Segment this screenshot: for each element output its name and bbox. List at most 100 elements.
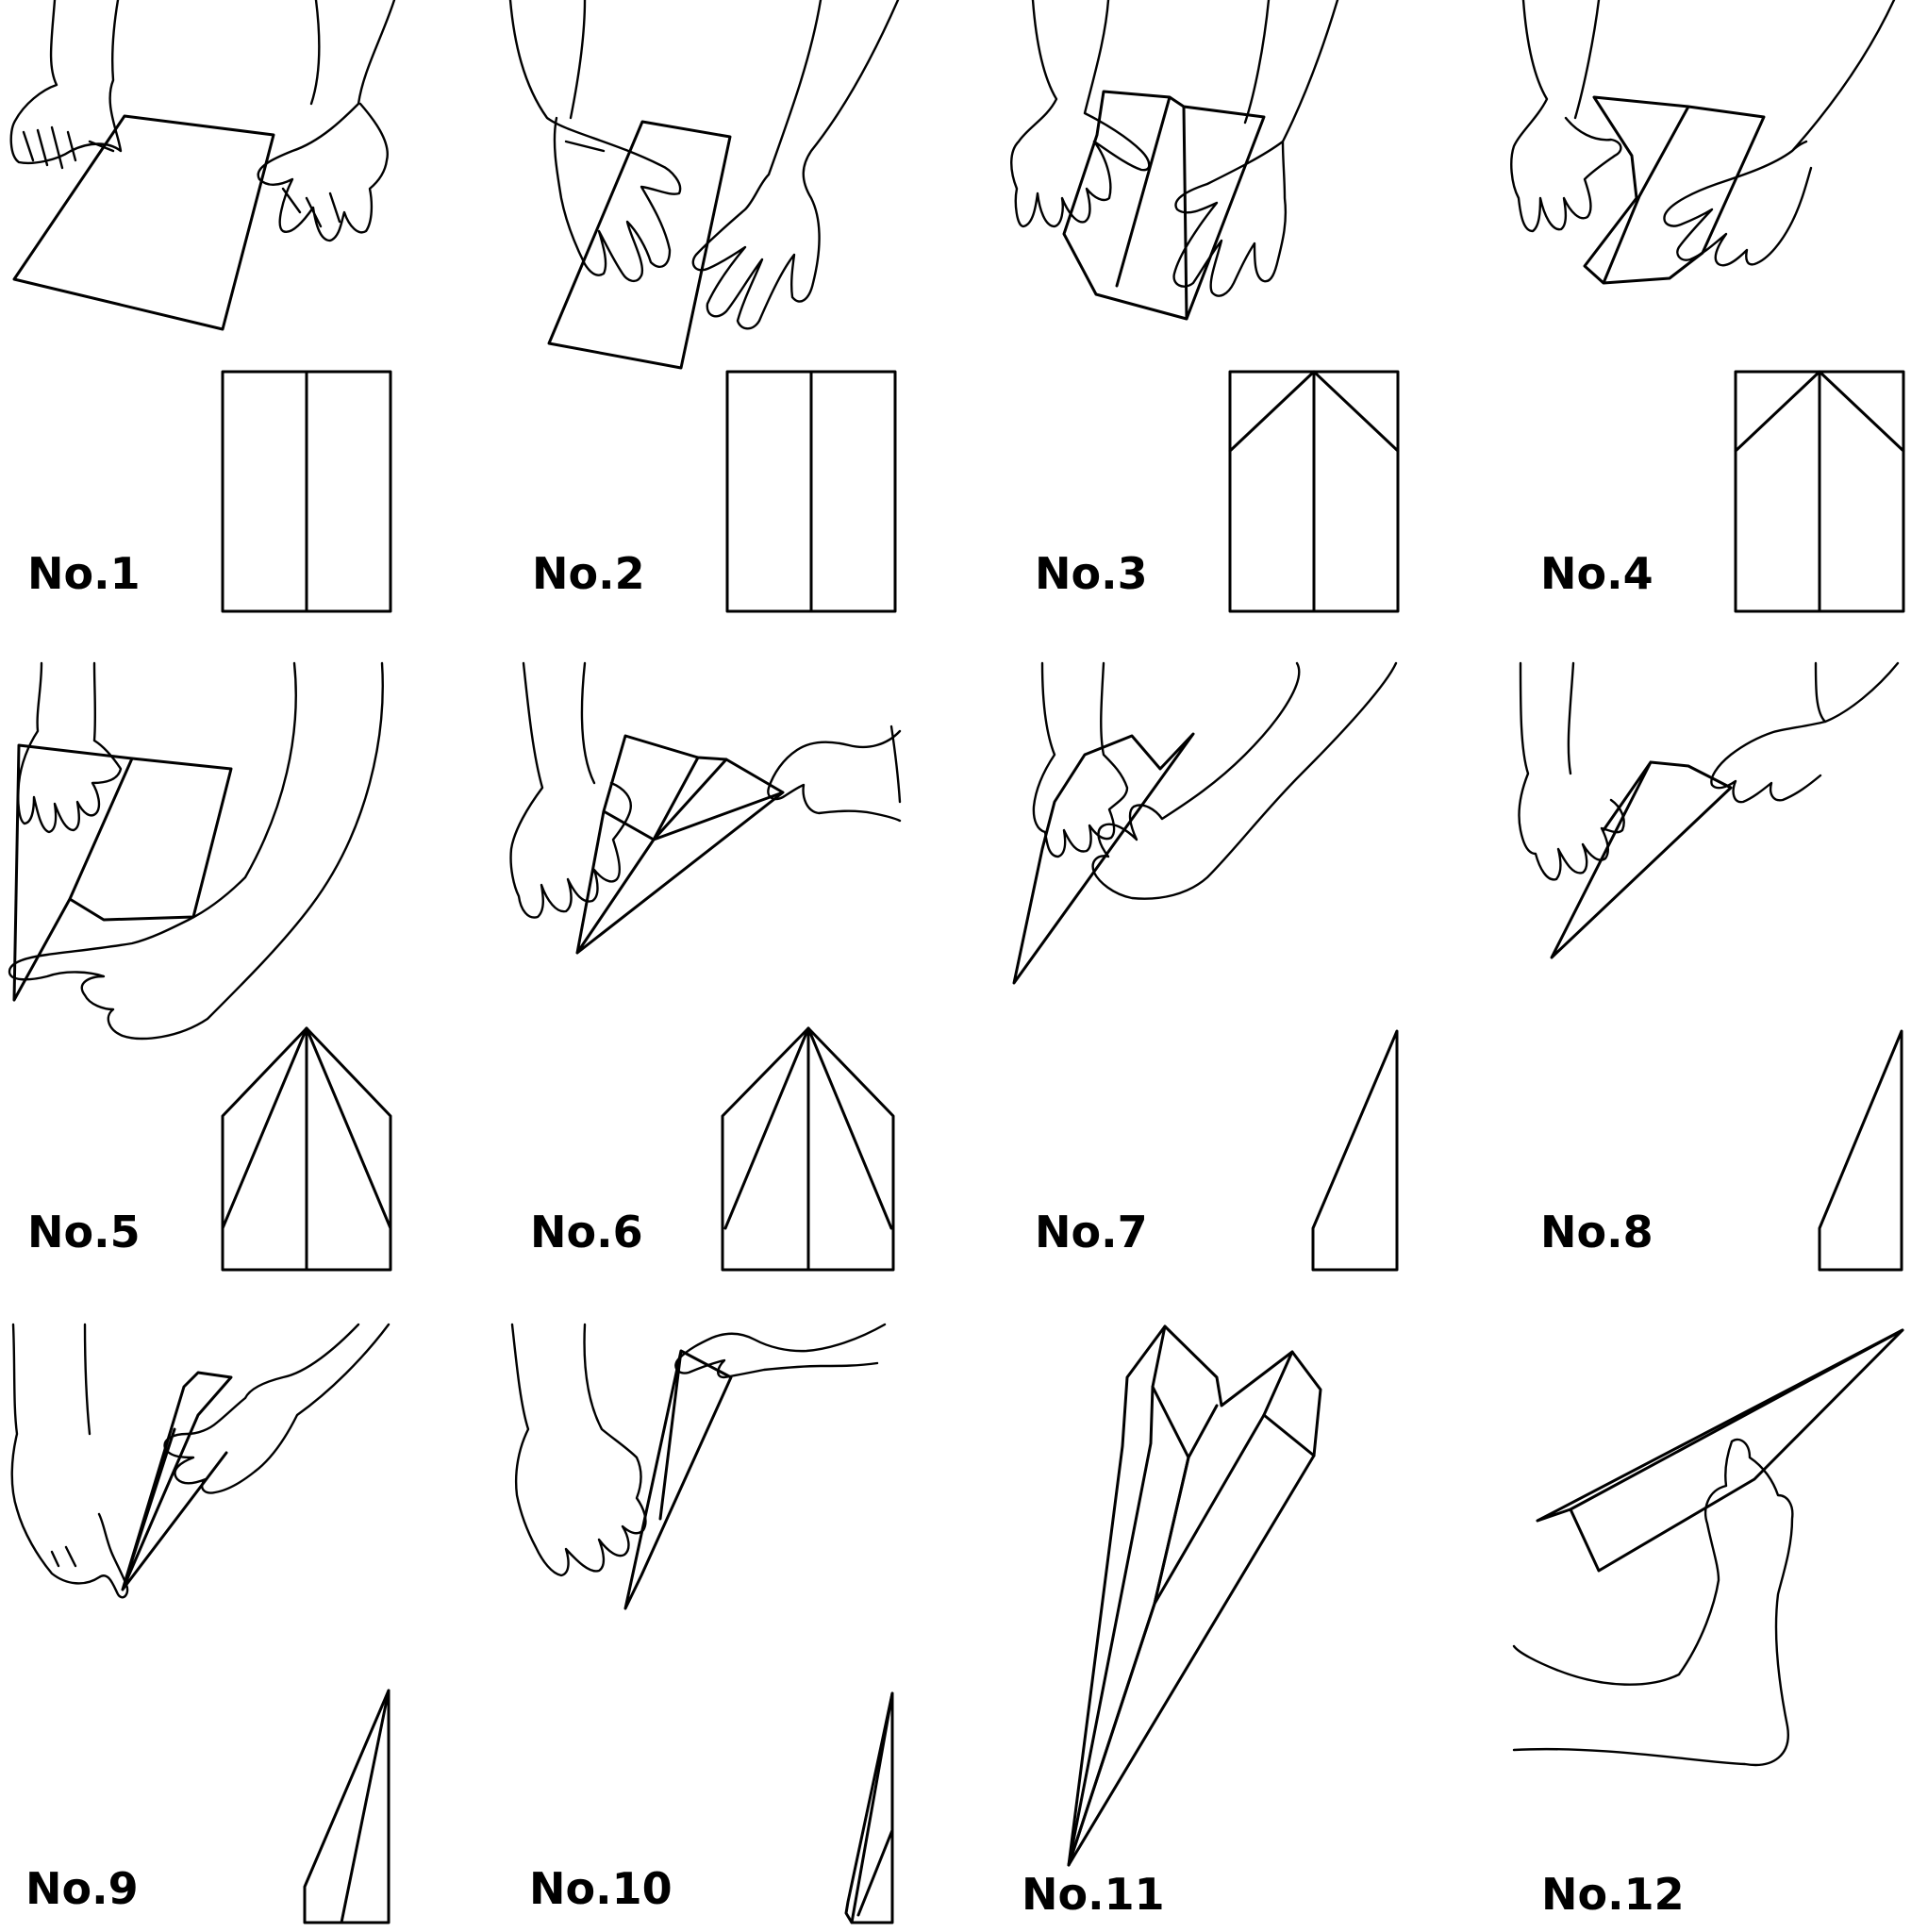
top-corner-folds	[1228, 370, 1400, 453]
paper-sheet	[1583, 95, 1766, 285]
left-hand	[1510, 0, 1622, 233]
plane-fuselage	[1569, 1328, 1904, 1511]
right-hand	[691, 0, 900, 330]
step-3-photo	[1010, 0, 1339, 321]
left-hand	[510, 1323, 647, 1577]
left-hand	[508, 0, 682, 283]
step-9-photo	[10, 1323, 391, 1599]
step-8-photo	[1518, 661, 1900, 959]
step-4-label: No.4	[1540, 548, 1653, 599]
left-edge-fold	[723, 1026, 810, 1230]
step-10-label: No.10	[529, 1863, 673, 1914]
right-hand	[674, 1323, 887, 1379]
paper-sheet	[12, 114, 275, 331]
step-12-panel: No.12	[1512, 1328, 1904, 1920]
right-hand	[163, 1323, 391, 1494]
step-7-diagram	[1311, 1029, 1399, 1272]
right-edge-fold	[806, 1026, 893, 1230]
step-9-label: No.9	[25, 1863, 139, 1914]
step-6-label: No.6	[530, 1207, 643, 1257]
left-hand	[9, 0, 123, 170]
wing-profile	[844, 1691, 894, 1924]
step-4-panel: No.4	[1510, 0, 1905, 613]
folded-plane	[121, 1371, 233, 1591]
left-hand	[17, 661, 123, 834]
wing-fold	[340, 1689, 391, 1924]
step-4-photo	[1510, 0, 1896, 285]
step-8-label: No.8	[1540, 1207, 1653, 1257]
step-6-photo	[509, 661, 902, 955]
right-hand	[257, 0, 396, 242]
step-9-panel: No.9	[10, 1323, 391, 1924]
step-9-diagram	[303, 1689, 391, 1924]
step-3-panel: No.3	[1010, 0, 1400, 613]
left-hand	[1032, 661, 1129, 858]
keel-left	[1067, 1385, 1190, 1867]
step-3-diagram	[1228, 370, 1400, 613]
left-hand	[509, 661, 632, 919]
step-11-panel: No.11	[1022, 1324, 1322, 1920]
step-7-label: No.7	[1035, 1207, 1148, 1257]
right-hand	[1172, 0, 1339, 297]
half-profile	[1311, 1029, 1399, 1272]
right-wing-fold	[1067, 1350, 1294, 1867]
left-edge-fold	[221, 1026, 308, 1230]
half-profile	[1818, 1029, 1903, 1272]
step-6-panel: No.6	[509, 661, 902, 1272]
paper-sheet	[1550, 760, 1733, 959]
right-hand	[1710, 661, 1900, 804]
step-10-diagram	[844, 1691, 894, 1924]
step-5-panel: No.5	[8, 661, 392, 1272]
wing-fold-right	[856, 1828, 894, 1917]
paper-sheet	[12, 743, 233, 1002]
step-7-panel: No.7	[1012, 661, 1399, 1272]
paper-sheet	[547, 120, 732, 370]
wing-profile	[303, 1689, 391, 1924]
right-hand	[767, 724, 902, 823]
step-12-label: No.12	[1541, 1869, 1685, 1920]
plane-side-view	[1536, 1328, 1904, 1573]
right-wing-edge	[1262, 1413, 1316, 1457]
step-6-diagram	[721, 1026, 895, 1272]
step-4-diagram	[1734, 370, 1905, 613]
step-2-diagram	[725, 370, 897, 613]
wing-fold-left	[850, 1691, 894, 1924]
step-1-diagram	[221, 370, 392, 613]
paper-sheet	[575, 734, 785, 955]
step-10-panel: No.10	[510, 1323, 894, 1924]
step-8-diagram	[1818, 1029, 1903, 1272]
left-wing-fold	[1067, 1324, 1167, 1867]
step-2-label: No.2	[532, 548, 645, 599]
paper-sheet	[1012, 732, 1195, 985]
folded-plane	[623, 1349, 733, 1610]
left-hand	[1010, 0, 1151, 228]
step-2-photo	[508, 0, 900, 370]
left-hand	[10, 1323, 129, 1599]
top-corner-folds	[1734, 370, 1905, 453]
step-5-photo	[8, 661, 384, 1041]
step-1-panel: No.1	[9, 0, 396, 613]
sheet-outline	[721, 1026, 895, 1272]
step-7-photo	[1012, 661, 1398, 985]
step-5-diagram	[221, 1026, 392, 1272]
step-11-photo	[1067, 1324, 1322, 1867]
sheet-outline	[221, 1026, 392, 1272]
step-11-label: No.11	[1022, 1869, 1165, 1920]
step-12-photo	[1512, 1328, 1904, 1767]
right-hand	[1663, 0, 1896, 267]
step-10-photo	[510, 1323, 887, 1610]
plane-outline	[1067, 1324, 1322, 1867]
launching-hand	[1512, 1438, 1794, 1767]
right-edge-fold	[305, 1026, 392, 1230]
keel-right	[1153, 1404, 1219, 1606]
step-2-panel: No.2	[508, 0, 900, 613]
left-hand	[1518, 661, 1625, 881]
step-8-panel: No.8	[1518, 661, 1903, 1272]
right-hand	[8, 661, 384, 1041]
step-3-label: No.3	[1035, 548, 1148, 599]
right-hand	[1091, 661, 1398, 900]
step-1-photo	[9, 0, 396, 331]
step-1-label: No.1	[27, 548, 141, 599]
step-5-label: No.5	[27, 1207, 141, 1257]
